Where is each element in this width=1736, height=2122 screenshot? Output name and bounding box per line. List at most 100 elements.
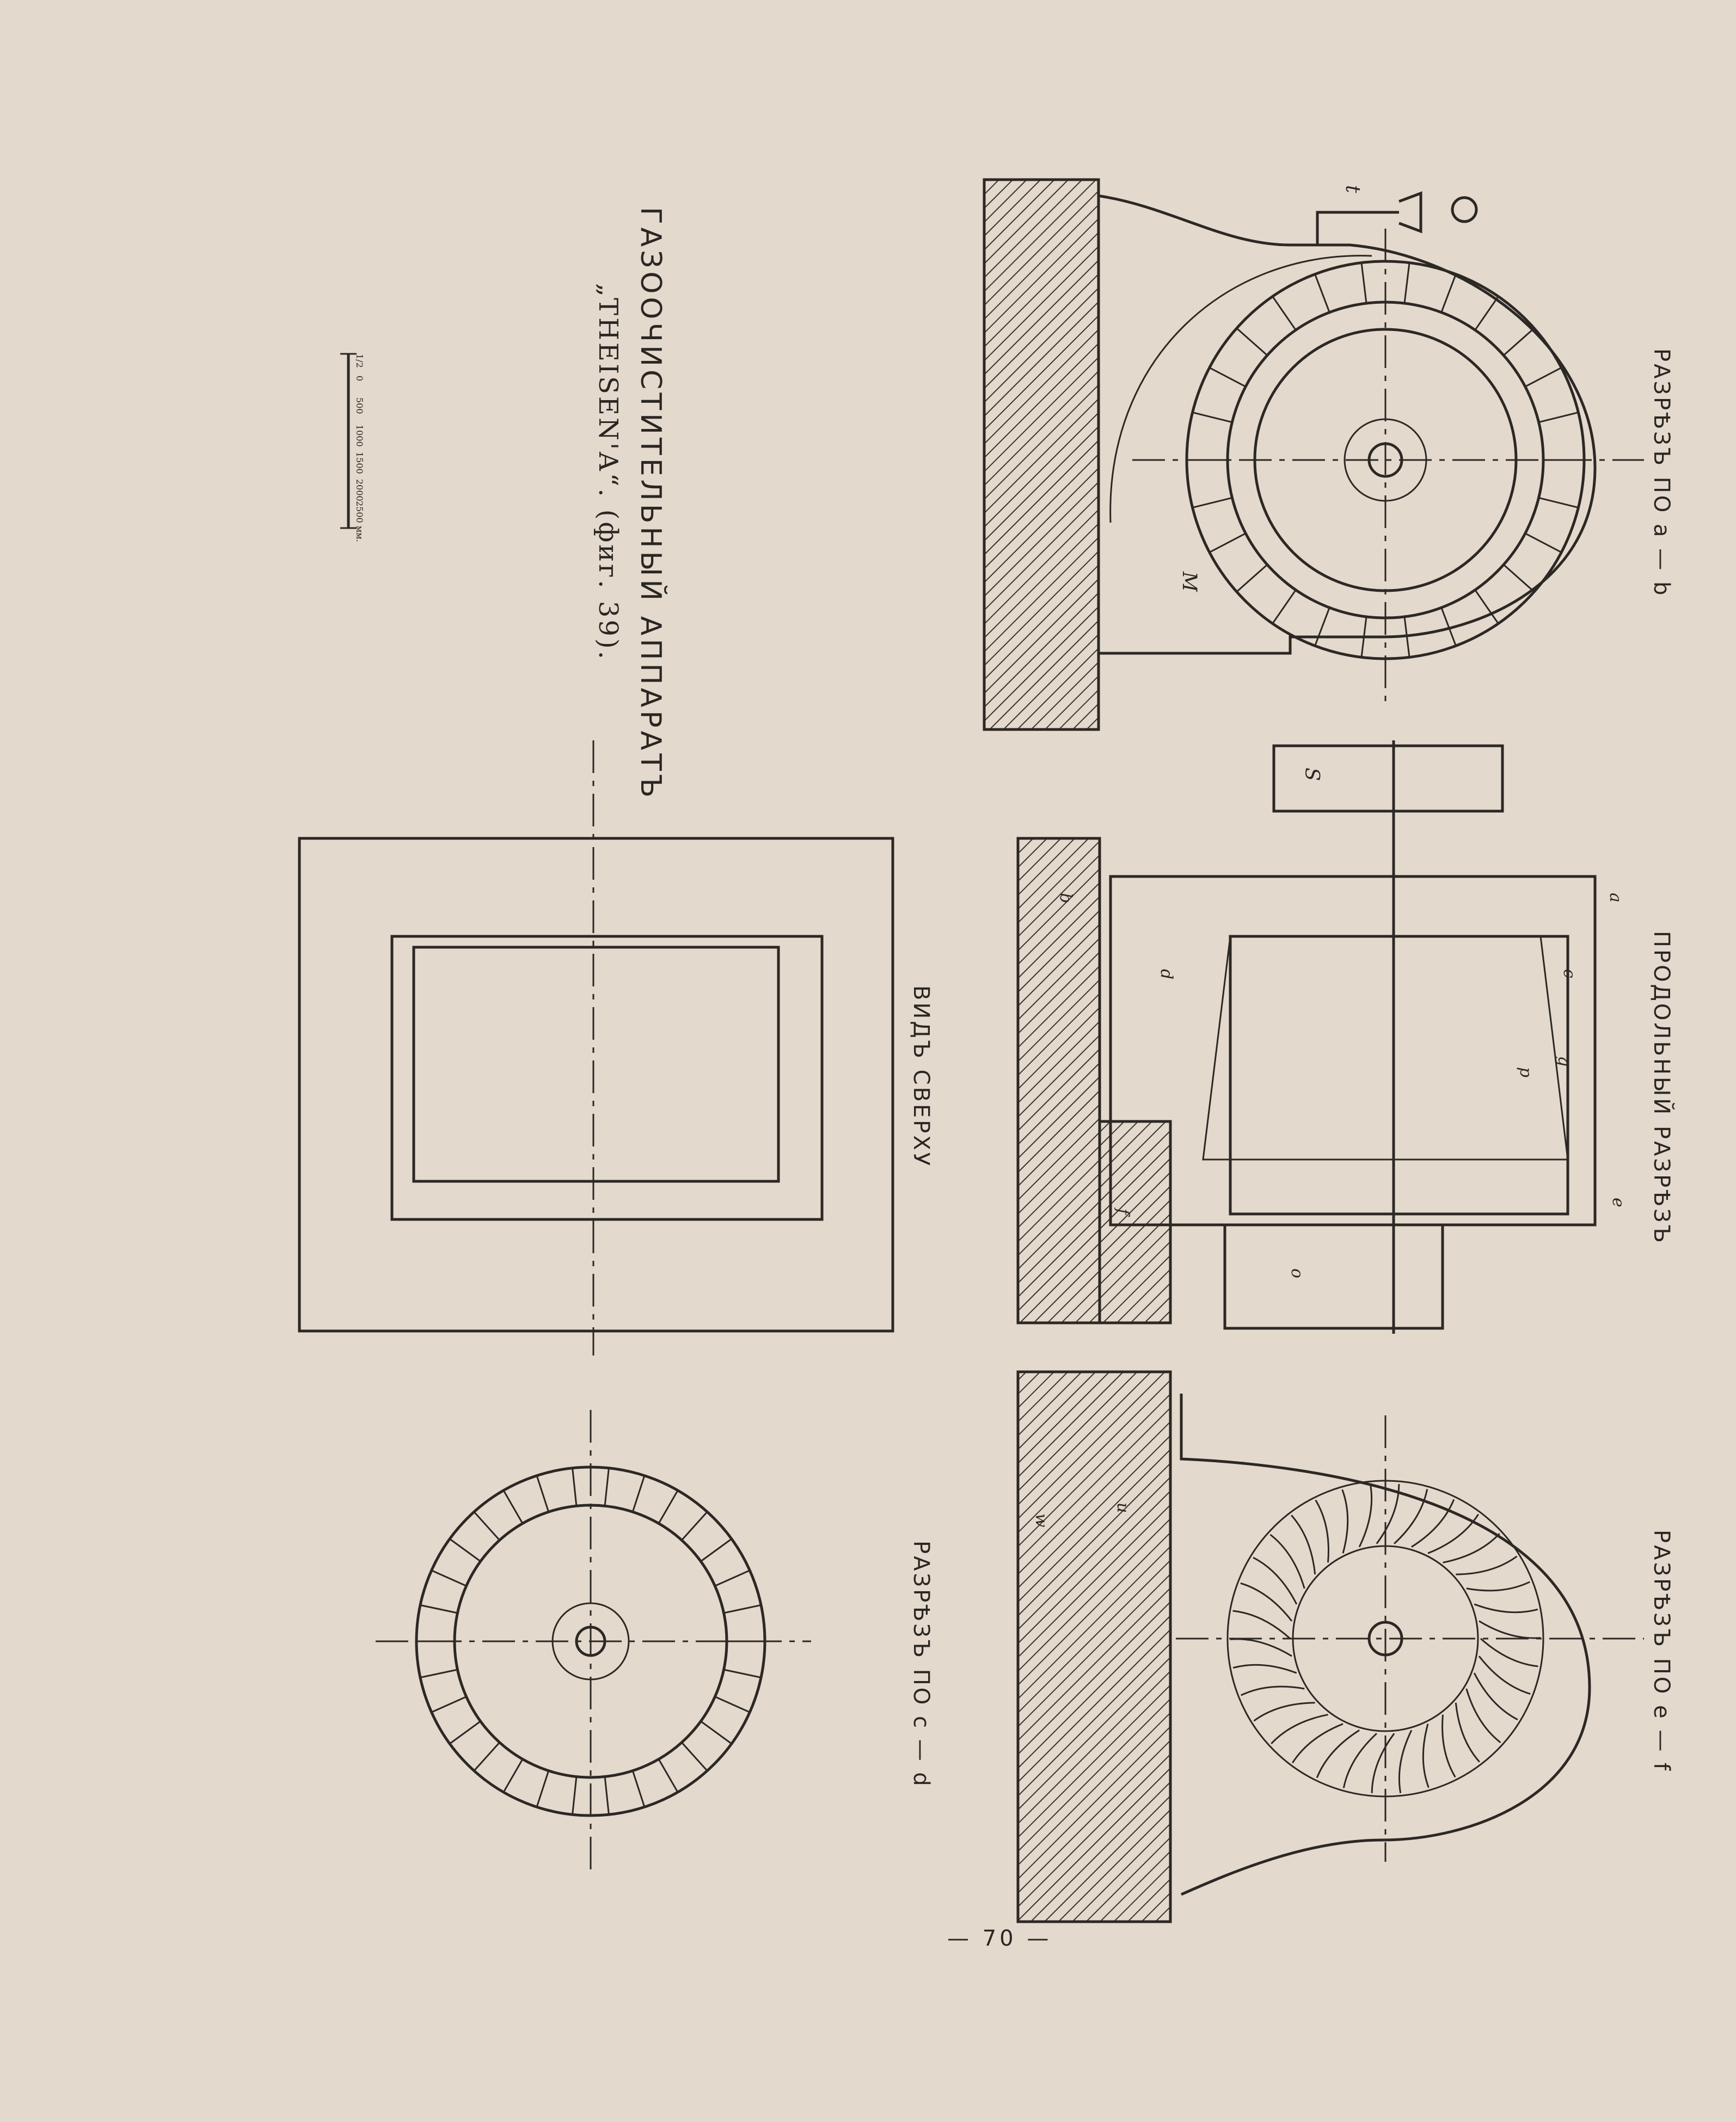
title-line2: „THEISEN'A“. (фиг. 39). — [593, 283, 623, 661]
rotor-blades-cd-blade — [502, 1490, 524, 1524]
rotor-blades-ab-blade — [1314, 274, 1330, 313]
scale-tick-label: 1500 — [354, 452, 365, 474]
letter-a: a — [1606, 893, 1625, 903]
rotor-blades-ef-blade — [1466, 1581, 1530, 1592]
wall-hatch-long-1 — [1016, 837, 1101, 1324]
rotor-blades-ef-blade — [1232, 1664, 1297, 1674]
rotor-blades-ef-blade — [1455, 1702, 1480, 1763]
rotor-blades-cd-blade — [700, 1538, 732, 1562]
wall-hatch-ef — [1016, 1370, 1172, 1923]
scale-tick-label: 1/2 — [354, 354, 365, 368]
rotor-blades-ef-blade — [1316, 1730, 1360, 1778]
pipe-t-ab — [1316, 211, 1399, 245]
rotor-blades-cd-blade — [473, 1741, 500, 1771]
funnel-ab — [1398, 191, 1422, 234]
rotor-blades-ef-blade — [1479, 1620, 1541, 1639]
rotor-blades-ef-blade — [1441, 1714, 1456, 1778]
rotor-blades-ab-blade — [1209, 367, 1246, 388]
letter-c: c — [1560, 969, 1579, 978]
rotor-blades-cd-blade — [572, 1776, 578, 1815]
drum-long — [1229, 935, 1569, 1216]
outlet-o — [1223, 1223, 1444, 1330]
rotor-blades-ef-blade — [1358, 1484, 1373, 1548]
rotor-blades-ab-blade — [1440, 274, 1457, 313]
letter-u: u — [1113, 1502, 1132, 1513]
scale-bar-drawing — [340, 353, 357, 529]
rotor-blades-ef-blade — [1315, 1499, 1329, 1563]
rotor-blades-cd-blade — [449, 1720, 481, 1745]
rotor-blades-ab-blade — [1272, 296, 1297, 331]
rotor-blades-cd-blade — [431, 1696, 467, 1713]
rotor-blades-ab-blade — [1314, 607, 1330, 646]
rotor-blades-cd-blade — [631, 1770, 646, 1807]
rotor-blades-cd-blade — [700, 1720, 732, 1745]
rotor-blades-ab-blade — [1403, 616, 1410, 658]
page-number: — 70 — — [947, 1926, 1052, 1951]
letter-w: w — [1032, 1513, 1051, 1528]
rotor-blades-cd-blade — [420, 1669, 458, 1678]
rotor-blades-ef-blade — [1253, 1702, 1315, 1722]
scale-tick-label: 2000 — [354, 479, 365, 501]
rotor-blades-ab-blade — [1440, 607, 1457, 646]
housing-inner-ab — [1109, 255, 1372, 523]
pulley-s — [1272, 744, 1504, 813]
rotor-blades-cd-blade — [658, 1758, 679, 1793]
rotor-blades-cd-blade — [658, 1490, 679, 1524]
letter-o: o — [1287, 1268, 1306, 1279]
rotor-blades-ab-blade — [1403, 262, 1410, 304]
rotor-blades-ef-blade — [1427, 1513, 1479, 1554]
scale-tick-label: 2500 мм. — [354, 501, 365, 542]
rotor-blades-cd-blade — [723, 1604, 762, 1614]
drum-taper-long — [1202, 936, 1569, 1161]
rotor-blades-cd-blade — [714, 1569, 750, 1587]
rotor-blades-ef-blade — [1422, 1724, 1430, 1788]
rotor-blades-ef-blade — [1253, 1556, 1298, 1605]
rotor-blades-ef-blade — [1271, 1714, 1328, 1745]
rotor-blades-cd-blade — [681, 1741, 708, 1771]
rotor-blades-ab-blade — [1525, 532, 1562, 553]
rotor-blades-ef-blade — [1411, 1499, 1455, 1548]
rotor-blades-ab-blade — [1192, 412, 1232, 424]
rotor-blades-ef-blade — [1241, 1685, 1305, 1696]
rotor-blades-cd-blade — [473, 1511, 500, 1541]
view-label-section-ef: РАЗРѢЗЪ ПО е — f — [1649, 1530, 1674, 1773]
rotor-blades-ef-blade — [1240, 1582, 1293, 1622]
rotor-blades-ab-blade — [1503, 564, 1535, 593]
rotor-blades-cd-blade — [604, 1468, 610, 1506]
letter-f: f — [1113, 1209, 1132, 1215]
rotor-blades-cd-blade — [536, 1770, 550, 1807]
wall-hatch-ab — [983, 178, 1100, 731]
letter-b: b — [1056, 893, 1075, 904]
letter-g: g — [1554, 1056, 1573, 1067]
rotor-blades-cd-blade — [449, 1538, 481, 1562]
rotor-blades-cd-blade — [536, 1475, 550, 1512]
rotor-blades-ef-blade — [1473, 1672, 1518, 1721]
rotor-blades-ef-blade — [1232, 1610, 1291, 1640]
housing-outline-ef — [1180, 1394, 1591, 1896]
rotor-blades-ab-blade — [1192, 496, 1232, 508]
casing-long — [1109, 875, 1597, 1226]
rotor-blades-ab-blade — [1525, 367, 1562, 388]
letter-m: M — [1178, 572, 1200, 592]
rotor-blades-ef-blade — [1394, 1489, 1428, 1544]
rotor-blades-ab-blade — [1209, 532, 1246, 553]
rotor-blades-ab-blade — [1474, 589, 1499, 624]
view-label-longitudinal: ПРОДОЛЬНЫЙ РАЗРѢЗЪ — [1649, 931, 1674, 1245]
top-view-frame — [298, 837, 894, 1333]
rotor-blades-ef-blade — [1292, 1723, 1344, 1764]
rotor-blades-cd-blade — [502, 1758, 524, 1793]
letter-d: d — [1157, 969, 1176, 980]
rotor-blades-ab-blade — [1360, 616, 1367, 658]
rotor-blades-ab-blade — [1360, 262, 1367, 304]
rotor-blades-ef-blade — [1474, 1603, 1538, 1614]
top-view-drawing — [298, 740, 894, 1356]
rotor-blades-ef-blade — [1480, 1638, 1538, 1667]
rotor-blades-ef-blade — [1398, 1730, 1413, 1793]
rotor-blades-ef-blade — [1269, 1534, 1305, 1589]
section-longitudinal-drawing — [1016, 740, 1597, 1334]
rotor-blades-ef-blade — [1465, 1688, 1501, 1744]
scale-tick-label: 1000 — [354, 425, 365, 447]
letter-e: e — [1609, 1198, 1628, 1207]
